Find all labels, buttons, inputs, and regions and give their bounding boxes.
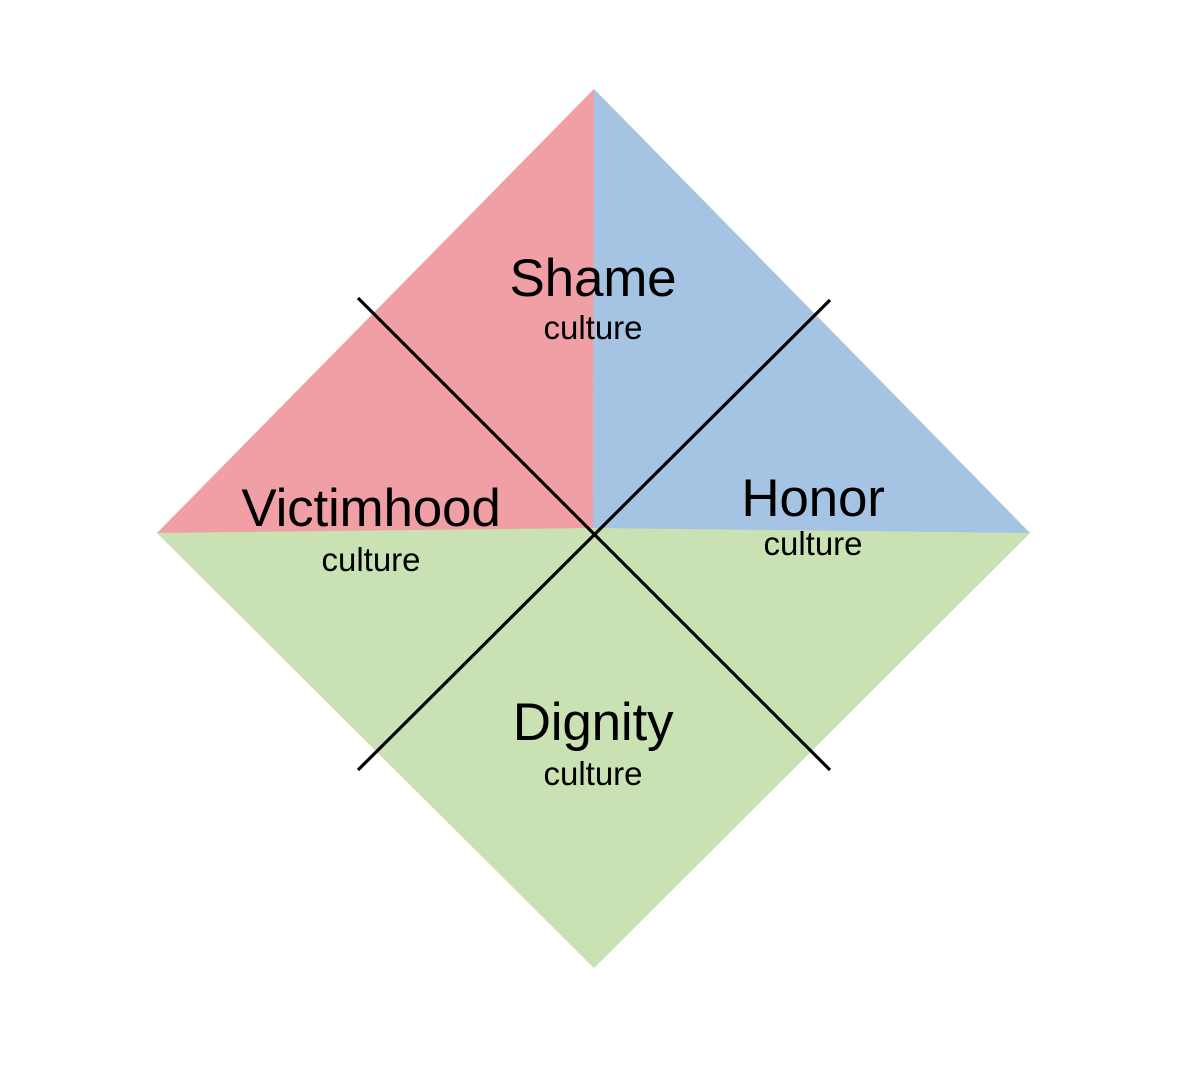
divider-line-ne-sw [356,298,832,772]
quadrant-title-honor: Honor [741,469,885,528]
quadrant-title-dignity: Dignity [512,693,674,752]
quadrant-subtitle-victimhood: culture [321,541,421,578]
quadrant-title-shame: Shame [509,249,677,308]
quadrant-label-dignity: Dignity culture [373,696,813,790]
quadrant-subtitle-honor: culture [763,525,863,562]
rhombus-quadrants [157,89,1030,968]
quadrant-subtitle-shame: culture [543,309,643,346]
quadrant-subtitle-dignity: culture [543,755,643,792]
quadrant-label-shame: Shame culture [373,252,813,344]
quadrant-label-victimhood: Victimhood culture [151,482,591,576]
rq-dignity[interactable] [157,528,1030,968]
quadrant-title-victimhood: Victimhood [241,479,501,538]
quadrant-label-honor: Honor culture [593,472,1033,560]
